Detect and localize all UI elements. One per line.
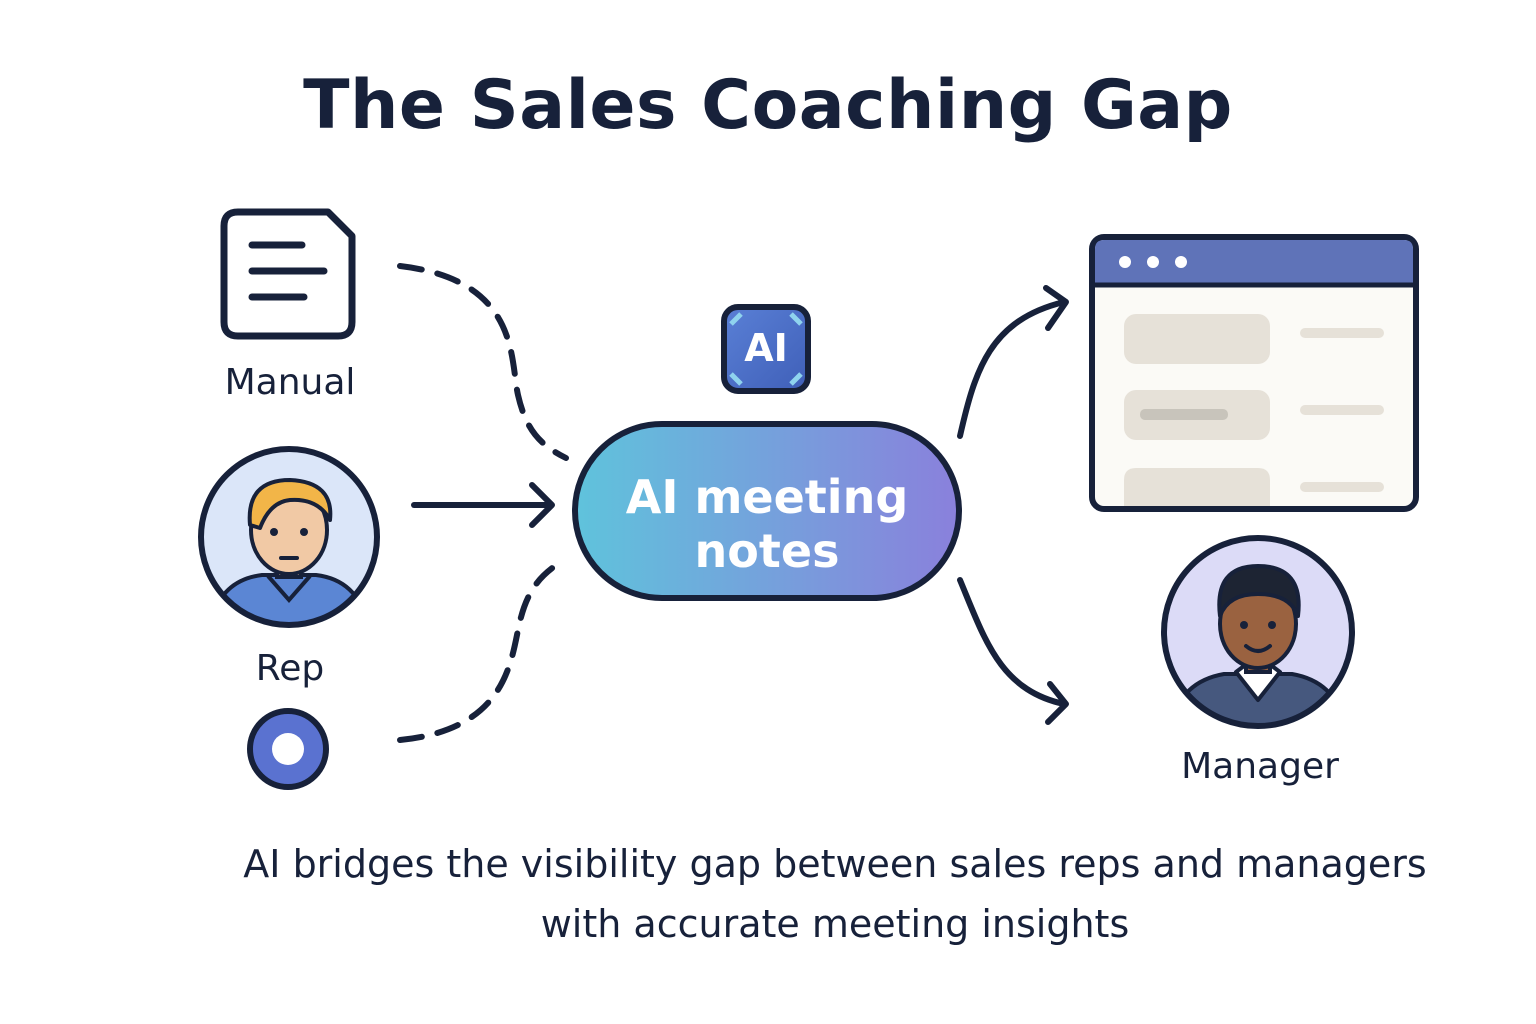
browser-window-icon: [1089, 234, 1419, 512]
hub-label-line1: AI meeting: [625, 470, 909, 524]
caption: AI bridges the visibility gap between sa…: [180, 834, 1490, 954]
hub-label: AI meeting notes: [575, 470, 959, 578]
caption-line2: with accurate meeting insights: [540, 902, 1130, 946]
manager-avatar-icon: [1161, 535, 1355, 729]
person-avatar-icon: [198, 446, 380, 628]
record-dot-icon: [247, 708, 329, 790]
dashed-connector-manual: [397, 263, 569, 461]
caption-line1: AI bridges the visibility gap between sa…: [243, 842, 1427, 886]
ai-chip-icon: [721, 304, 811, 394]
rep-label: Rep: [255, 648, 325, 689]
manager-label: Manager: [1181, 746, 1339, 787]
hub-label-line2: notes: [694, 524, 840, 578]
arrow-hub-to-dashboard: [957, 285, 1069, 439]
arrow-rep-to-hub: [411, 482, 555, 528]
ai-badge-text: AI: [744, 326, 788, 370]
hub-pill: [572, 421, 962, 601]
arrow-hub-to-manager: [957, 577, 1069, 725]
page-title: The Sales Coaching Gap: [303, 66, 1233, 145]
manual-label: Manual: [224, 362, 356, 403]
document-icon: [220, 208, 356, 340]
dashed-connector-record: [397, 557, 567, 743]
